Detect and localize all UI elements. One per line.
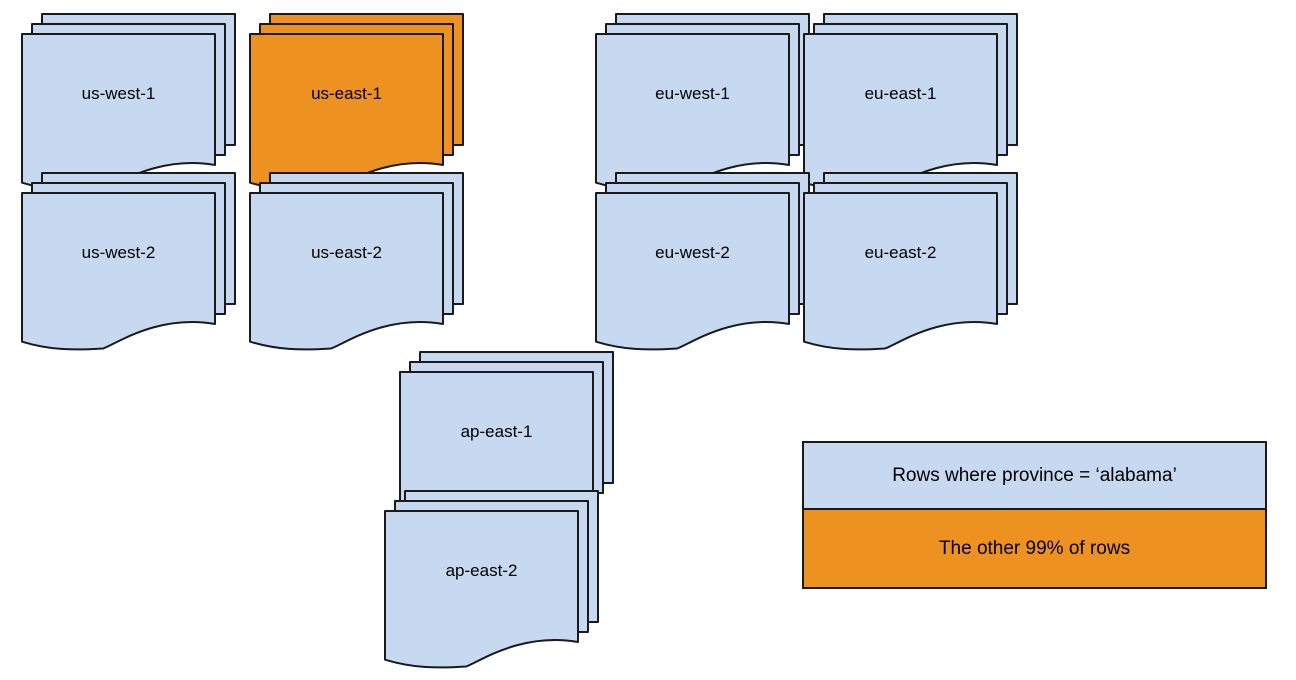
document-stack-eu-east-1[interactable] (803, 13, 1018, 192)
document-front-page-ap-east-2 (384, 510, 579, 669)
legend-swatch-legend-orange[interactable] (802, 508, 1267, 589)
document-stack-ap-east-1[interactable] (399, 351, 614, 530)
document-stack-us-east-1[interactable] (249, 13, 464, 192)
document-front-page-eu-east-1 (803, 33, 998, 192)
document-stack-eu-west-2[interactable] (595, 172, 810, 351)
document-front-page-us-west-2 (21, 192, 216, 351)
document-front-page-us-east-1 (249, 33, 444, 192)
document-front-page-us-east-2 (249, 192, 444, 351)
document-stack-us-west-1[interactable] (21, 13, 236, 192)
legend-group (802, 441, 1267, 589)
legend-swatch-legend-blue[interactable] (802, 441, 1267, 510)
document-stack-us-east-2[interactable] (249, 172, 464, 351)
document-front-page-eu-east-2 (803, 192, 998, 351)
document-stack-eu-west-1[interactable] (595, 13, 810, 192)
document-front-page-eu-west-1 (595, 33, 790, 192)
document-stack-eu-east-2[interactable] (803, 172, 1018, 351)
document-stack-ap-east-2[interactable] (384, 490, 599, 669)
document-front-page-eu-west-2 (595, 192, 790, 351)
document-stack-us-west-2[interactable] (21, 172, 236, 351)
document-stacks-group (21, 13, 1018, 669)
document-front-page-us-west-1 (21, 33, 216, 192)
